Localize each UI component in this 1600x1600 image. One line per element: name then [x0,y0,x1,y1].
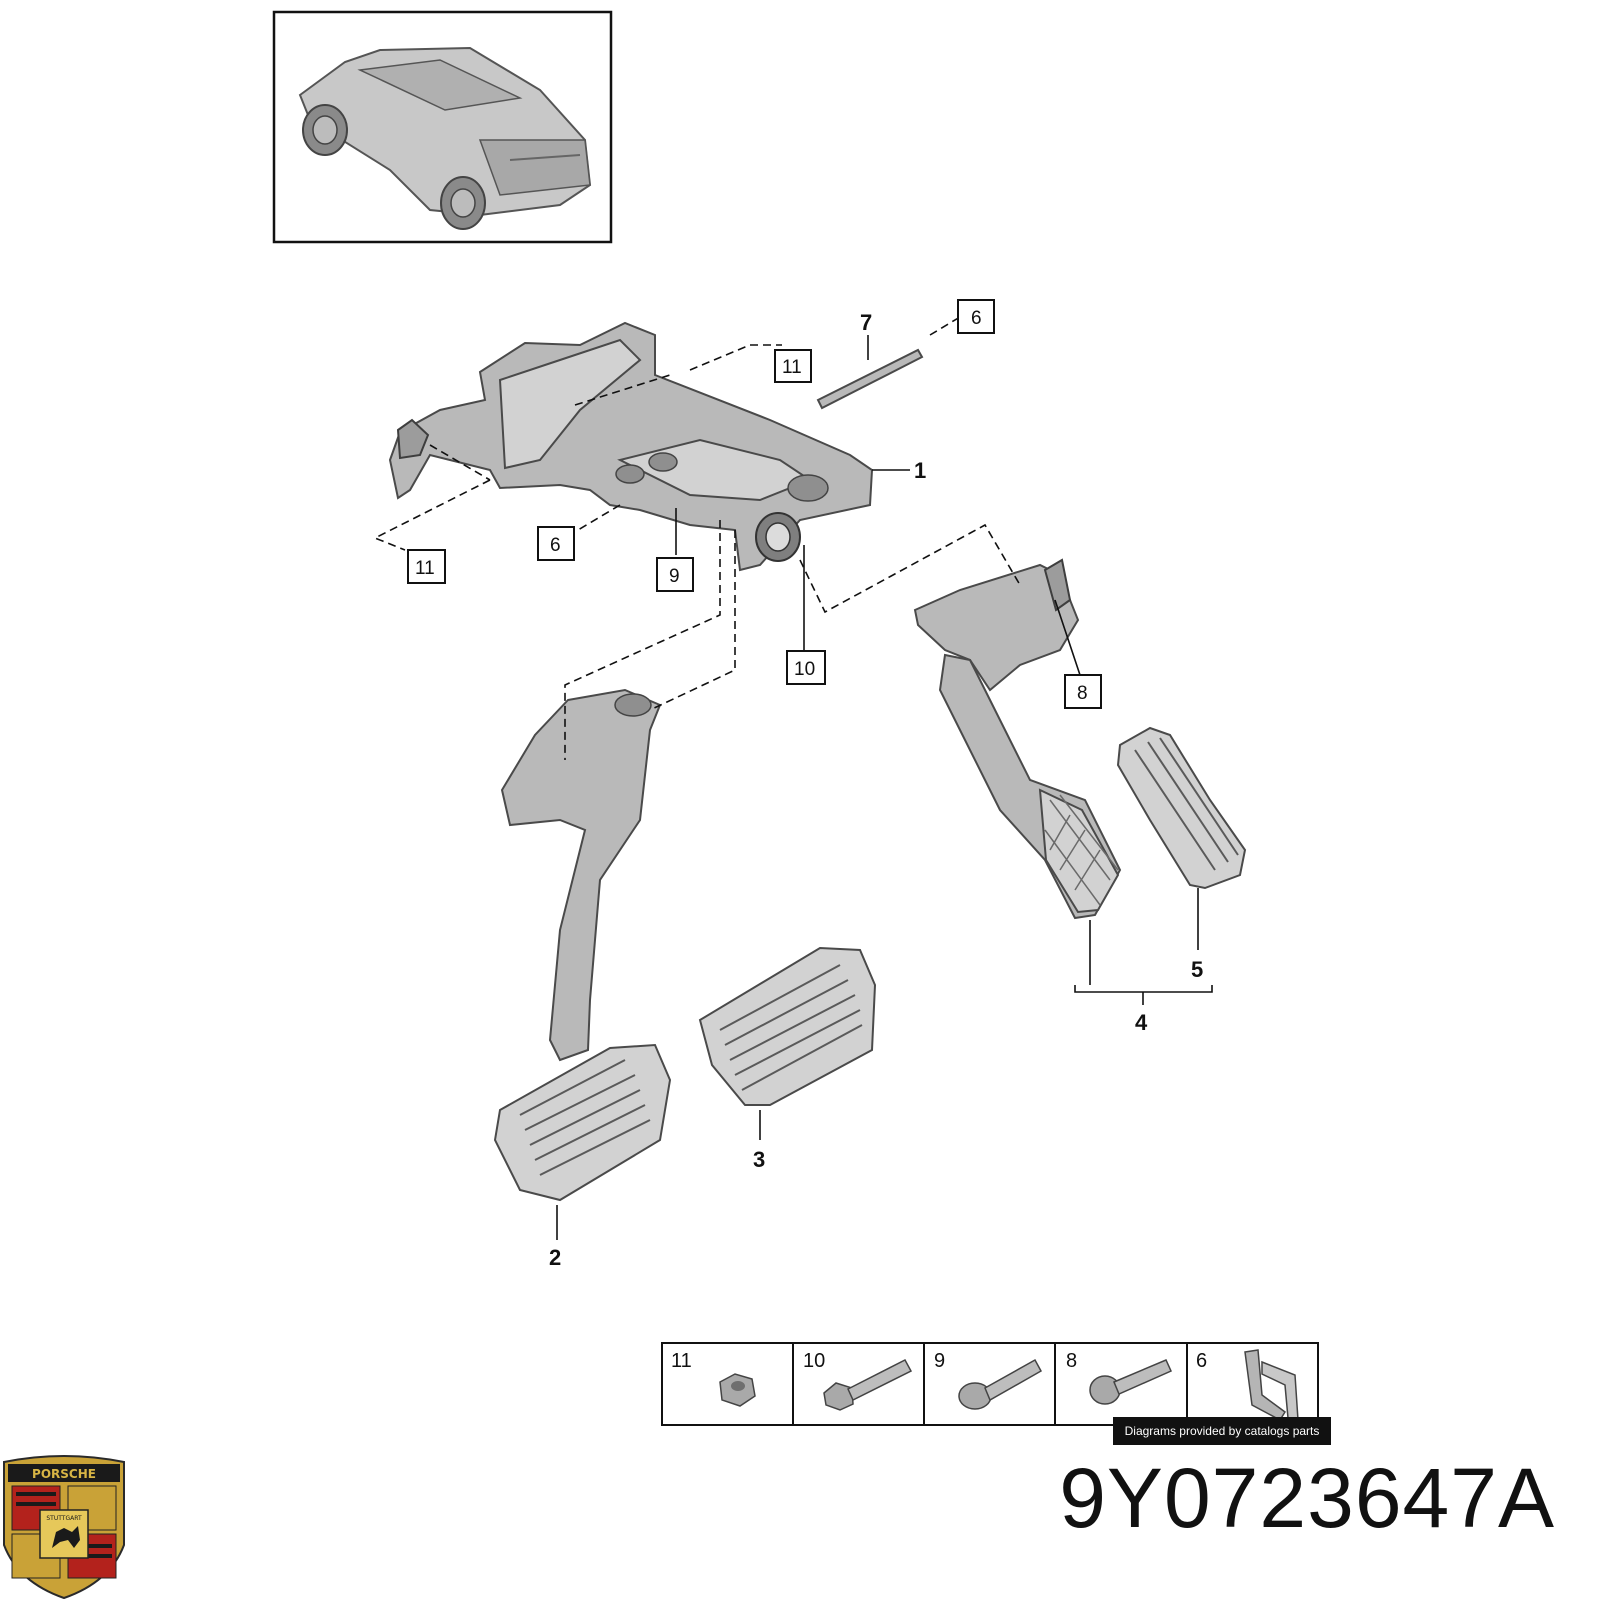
accelerator-pedal [913,558,1122,920]
diagram-credit: Diagrams provided by catalogs parts [1113,1417,1331,1445]
legend-label-9: 9 [934,1350,945,1372]
logo-text: PORSCHE [32,1467,96,1481]
callout-2: 2 [549,1245,561,1270]
callouts-plain: 1 2 3 4 5 7 [549,310,1203,1270]
callout-9: 9 [669,566,680,587]
callout-5: 5 [1191,957,1203,982]
brake-pedal-pad [698,946,877,1106]
callouts-boxed: 11 6 11 6 9 10 8 [407,299,1102,709]
callout-6-left: 6 [550,535,561,556]
clutch-pedal [493,688,672,1202]
porsche-crest-logo: PORSCHE STUTTGART [3,1455,125,1600]
logo-subtext: STUTTGART [46,1515,82,1522]
callout-8: 8 [1077,683,1088,704]
legend-label-6: 6 [1196,1350,1207,1372]
fastener-legend: 11 10 9 8 6 [661,1342,1319,1426]
callout-11-top: 11 [782,357,802,378]
dashed-leaders [373,316,1021,760]
vehicle-thumbnail [272,10,613,244]
accelerator-pad [1116,726,1247,890]
legend-label-11: 11 [671,1350,692,1372]
callout-7: 7 [860,310,872,335]
callout-3: 3 [753,1147,765,1172]
callout-6-top: 6 [971,308,982,329]
pin [816,348,924,410]
legend-label-10: 10 [803,1350,825,1372]
bolt-8-icon [1089,1359,1172,1405]
nut-icon [719,1373,756,1407]
callout-1: 1 [914,458,926,483]
legend-label-8: 8 [1066,1350,1077,1372]
bolt-10-icon [823,1359,913,1411]
pedal-bracket [388,321,874,572]
callout-11-left: 11 [415,558,435,579]
callout-4: 4 [1135,1010,1148,1035]
bolt-9-icon [958,1358,1043,1410]
leader-lines [556,335,1213,1240]
callout-10: 10 [794,659,815,680]
part-number: 9Y0723647A [1059,1451,1555,1545]
